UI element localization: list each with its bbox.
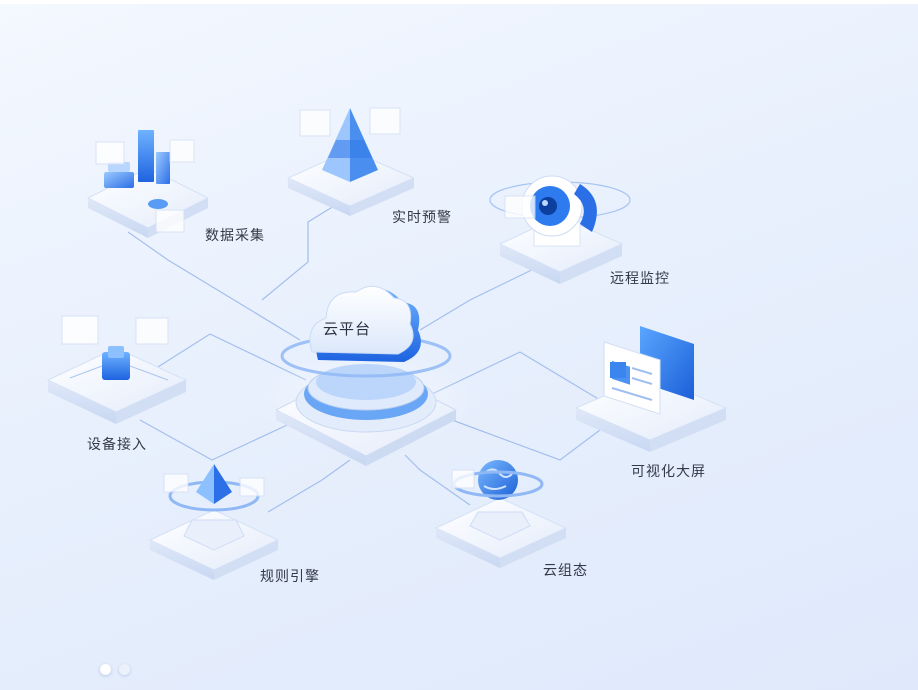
node-device-access-illustration: [46, 315, 188, 424]
line-realtime-alert: [261, 194, 353, 301]
line-remote-monitor: [419, 261, 549, 331]
line-device-access: [149, 333, 307, 381]
pager-dot-1[interactable]: [100, 664, 111, 675]
node-rule-engine-illustration: [148, 464, 280, 580]
node-label-data-collection: 数据采集: [205, 228, 265, 244]
node-remote-monitor-illustration: [489, 175, 631, 284]
top-strip: [0, 0, 918, 4]
node-realtime-alert-illustration: [286, 107, 416, 216]
line-rule-engine: [267, 459, 351, 513]
node-label-realtime-alert: 实时预警: [392, 210, 452, 226]
node-label-cloud-config: 云组态: [543, 563, 588, 579]
line-device-access-2: [139, 419, 299, 461]
node-visual-screen-illustration: [574, 326, 728, 452]
node-data-collection-illustration: [86, 130, 210, 238]
node-label-rule-engine: 规则引擎: [260, 569, 320, 585]
center-cloud-platform-illustration: [256, 285, 476, 466]
line-visual-screen-2: [451, 419, 601, 461]
line-data-collection: [127, 231, 301, 341]
node-label-device-access: 设备接入: [87, 437, 147, 453]
node-cloud-config-illustration: [434, 460, 568, 568]
line-cloud-config: [404, 454, 471, 506]
pager-dot-2[interactable]: [119, 664, 130, 675]
node-label-remote-monitor: 远程监控: [610, 271, 670, 287]
center-label: 云平台: [323, 320, 372, 338]
node-label-visual-screen: 可视化大屏: [631, 464, 706, 480]
carousel-pager: [100, 664, 130, 675]
